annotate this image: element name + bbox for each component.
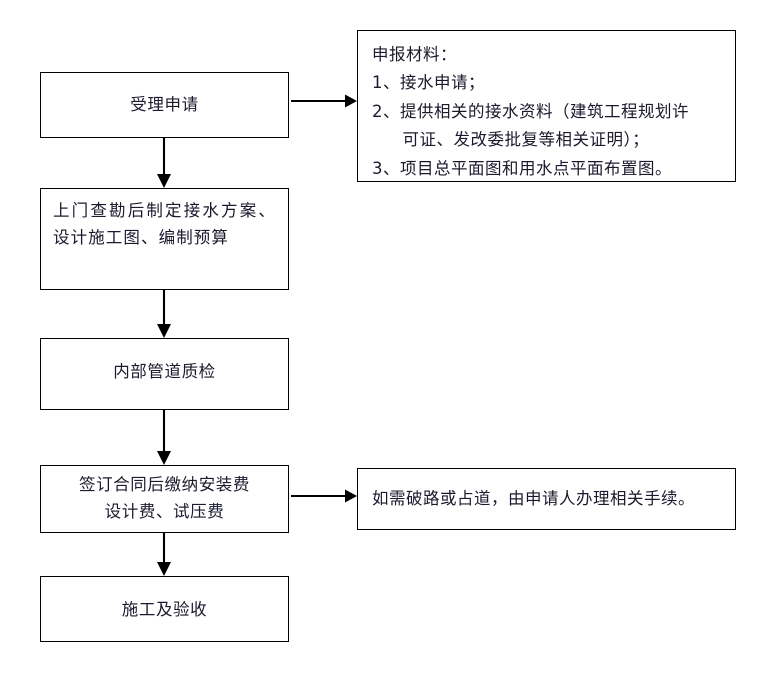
note-line: 申报材料： <box>372 45 457 64</box>
node-accept-application[interactable]: 受理申请 <box>40 72 289 138</box>
node-internal-pipe-inspection-label: 内部管道质检 <box>113 362 216 381</box>
connector-contract-to-road-note <box>291 485 361 507</box>
node-internal-pipe-inspection[interactable]: 内部管道质检 <box>40 338 289 410</box>
note-line: 2、提供相关的接水资料（建筑工程规划许 <box>372 101 689 121</box>
node-accept-application-label: 受理申请 <box>130 94 199 114</box>
connector-accept-to-materials <box>291 90 361 112</box>
note-road-excavation[interactable]: 如需破路或占道，由申请人办理相关手续。 <box>357 468 736 530</box>
note-line: 可证、发改委批复等相关证明）； <box>402 130 650 150</box>
node-construction-and-acceptance-label: 施工及验收 <box>121 600 208 619</box>
node-construction-and-acceptance[interactable]: 施工及验收 <box>40 576 289 642</box>
node-survey-and-plan[interactable]: 上门查勘后制定接水方案、设计施工图、编制预算 <box>40 188 289 290</box>
connector-accept-to-survey <box>152 138 176 190</box>
node-sign-contract-pay-fees[interactable]: 签订合同后缴纳安装费 设计费、试压费 <box>40 465 289 533</box>
node-sign-contract-pay-fees-label: 签订合同后缴纳安装费 设计费、试压费 <box>79 475 250 521</box>
note-line: 1、接水申请； <box>372 73 485 93</box>
note-line: 3、项目总平面图和用水点平面布置图。 <box>372 158 672 178</box>
node-survey-and-plan-label: 上门查勘后制定接水方案、设计施工图、编制预算 <box>53 201 276 247</box>
note-application-materials[interactable]: 申报材料： 1、接水申请； 2、提供相关的接水资料（建筑工程规划许 可证、发改委… <box>357 30 736 182</box>
connector-contract-to-construction <box>152 533 176 578</box>
connector-inspection-to-contract <box>152 410 176 467</box>
connector-survey-to-inspection <box>152 290 176 340</box>
note-line: 如需破路或占道，由申请人办理相关手续。 <box>372 488 695 508</box>
